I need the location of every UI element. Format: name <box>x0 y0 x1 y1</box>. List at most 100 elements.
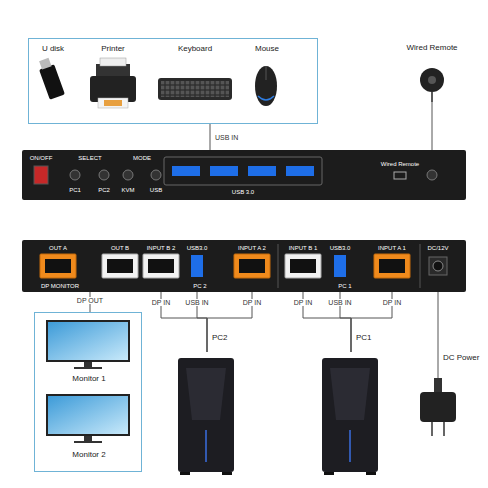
illustration-rect <box>324 472 334 475</box>
illustration-rect <box>22 150 466 200</box>
illustration-rect <box>143 254 179 278</box>
cable-label: DP IN <box>293 299 314 306</box>
illustration-rect <box>100 58 126 66</box>
label-text: KVM <box>121 187 134 193</box>
label-text: USB <box>150 187 162 193</box>
illustration-rect <box>48 396 128 434</box>
label-text: PC 1 <box>338 283 351 289</box>
illustration-rect <box>148 259 174 273</box>
illustration-rect <box>286 166 314 176</box>
kvm-back-panel: OUT AOUT BDP MONITORINPUT B 2USB3.0INPUT… <box>22 240 466 292</box>
illustration-rect <box>102 254 138 278</box>
illustration-rect <box>420 392 456 422</box>
label-text: PC1 <box>356 334 372 342</box>
label-text: ON/OFF <box>30 155 53 161</box>
illustration-rect <box>222 472 232 475</box>
illustration-rect <box>46 320 130 362</box>
label-text: INPUT B 1 <box>289 245 318 251</box>
illustration-line <box>431 92 433 102</box>
illustration-rect <box>74 367 102 369</box>
illustration-circle <box>70 170 80 180</box>
illustration-circle <box>433 261 443 271</box>
illustration-rect <box>366 472 376 475</box>
label-text: Wired Remote <box>406 44 457 52</box>
illustration-rect <box>45 259 71 273</box>
cable-label: USB IN <box>327 299 352 306</box>
illustration-rect <box>164 157 322 185</box>
label-text: PC 2 <box>193 283 206 289</box>
illustration-circle <box>428 76 436 84</box>
illustration-rect <box>379 259 405 273</box>
illustration-path <box>186 368 226 420</box>
illustration-rect <box>84 436 92 441</box>
label-text: Keyboard <box>178 45 212 53</box>
cable-label: DP IN <box>382 299 403 306</box>
illustration-circle <box>420 68 444 92</box>
kvm-front-panel: ON/OFFSELECTPC1PC2MODEKVMUSBUSB 3.0Wired… <box>22 150 466 200</box>
label-text: Mouse <box>255 45 279 53</box>
illustration-rect <box>48 322 128 360</box>
monitor-group: Monitor 1 Monitor 2 <box>34 312 142 472</box>
label-text: MODE <box>133 155 151 161</box>
illustration-rect <box>374 254 410 278</box>
label-text: DC/12V <box>427 245 448 251</box>
cable-label: DP OUT <box>76 297 104 304</box>
illustration-rect <box>248 166 276 176</box>
cable-line <box>210 124 211 150</box>
cable-label: DP IN <box>151 299 172 306</box>
illustration-rect <box>234 254 270 278</box>
illustration-ellipse <box>255 66 277 106</box>
illustration-circle <box>123 170 133 180</box>
illustration-rect <box>107 259 133 273</box>
label-text: USB3.0 <box>187 245 208 251</box>
label-text: OUT B <box>111 245 129 251</box>
label-text: PC2 <box>98 187 110 193</box>
illustration-rect <box>172 166 200 176</box>
illustration-rect <box>161 81 229 97</box>
illustration-rect <box>34 166 48 184</box>
illustration-line <box>278 244 279 288</box>
illustration-rect <box>429 257 447 275</box>
label-text: U disk <box>42 45 64 53</box>
illustration-rect <box>178 358 234 472</box>
pc-tower: PC1 <box>306 352 396 478</box>
label-text: INPUT A 2 <box>238 245 266 251</box>
illustration-rect <box>285 254 321 278</box>
illustration-rect <box>394 172 406 179</box>
label-text: OUT A <box>49 245 67 251</box>
label-text: DC Power <box>443 354 479 362</box>
illustration-rect <box>46 394 130 436</box>
label-text: Wired Remote <box>381 161 419 167</box>
label-text: Printer <box>101 45 125 53</box>
illustration-line <box>205 430 207 462</box>
illustration-rect <box>239 259 265 273</box>
illustration-rect <box>39 64 65 100</box>
label-text: Monitor 2 <box>72 451 105 459</box>
illustration-rect <box>74 441 102 443</box>
illustration-line <box>349 430 351 462</box>
cable-line <box>438 292 439 378</box>
wired-remote: Wired Remote <box>392 40 472 102</box>
illustration-circle <box>427 170 437 180</box>
illustration-line <box>420 244 421 288</box>
illustration-path <box>330 368 370 420</box>
label-text: PC1 <box>69 187 81 193</box>
cable-label: USB IN <box>184 299 209 306</box>
illustration-rect <box>84 362 92 367</box>
illustration-path <box>258 96 274 100</box>
illustration-rect <box>22 240 466 292</box>
illustration-circle <box>99 170 109 180</box>
label-text: USB3.0 <box>330 245 351 251</box>
pc-tower: PC2 <box>162 352 252 478</box>
illustration-rect <box>210 166 238 176</box>
label-text: Monitor 1 <box>72 375 105 383</box>
label-text: INPUT B 2 <box>147 245 176 251</box>
illustration-rect <box>40 254 76 278</box>
illustration-rect <box>434 378 442 392</box>
label-text: PC2 <box>212 334 228 342</box>
illustration-line <box>431 422 433 436</box>
cable-label: USB IN <box>214 134 239 141</box>
